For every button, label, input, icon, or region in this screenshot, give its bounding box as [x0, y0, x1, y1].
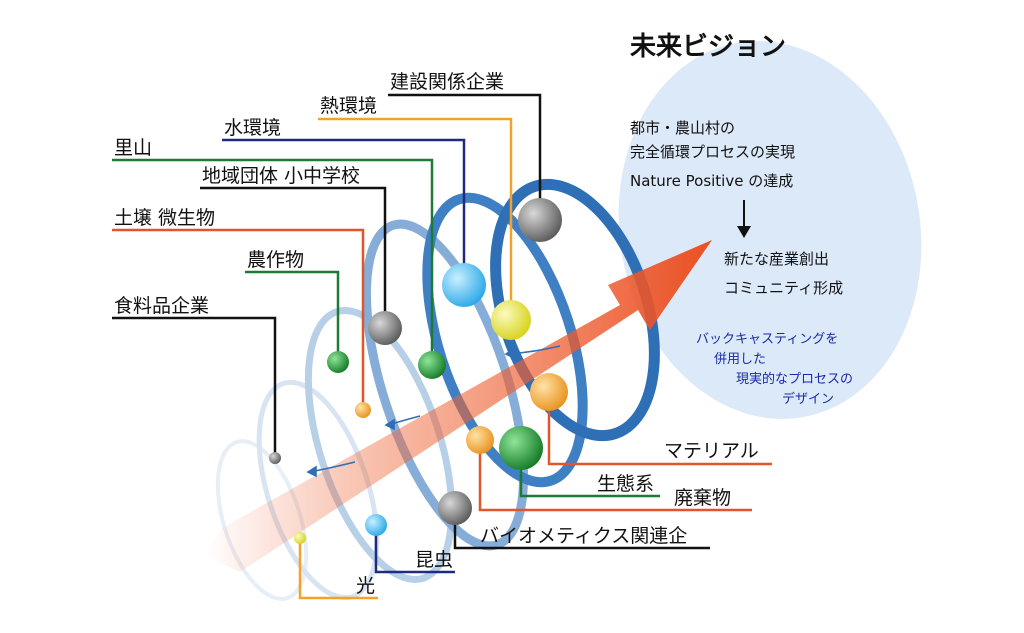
node-biomimetics: [438, 491, 472, 525]
node-chiiki: [368, 311, 402, 345]
node-dojo: [355, 402, 371, 418]
flow-arrows: [306, 345, 561, 478]
ring-4: [361, 219, 529, 551]
label-seitaikei: 生態系: [597, 473, 654, 495]
down-arrow: [737, 200, 751, 238]
label-chiiki: 地域団体 小中学校: [202, 165, 360, 187]
label-satoyama: 里山: [114, 137, 152, 159]
line-konchu: [374, 525, 455, 574]
vision-blue-4: デザイン: [782, 391, 834, 407]
node-seitaikei: [499, 426, 543, 470]
labels: 建設関係企業 熱環境 水環境 里山 地域団体 小中学校 土壌 微生物 農作物 食…: [114, 71, 759, 597]
vision-text-block: 都市・農山村の 完全循環プロセスの実現 Nature Positive の達成 …: [630, 119, 843, 297]
label-material: マテリアル: [664, 440, 759, 462]
line-mizu: [222, 138, 466, 285]
label-hikari: 光: [356, 575, 375, 597]
node-nousakumotsu: [327, 351, 349, 373]
label-shokuryou: 食料品企業: [114, 295, 209, 317]
node-mizu: [442, 263, 486, 307]
line-hikari: [298, 538, 378, 600]
node-konchu: [365, 514, 387, 536]
line-shokuryou: [112, 316, 277, 458]
label-nousakumotsu: 農作物: [247, 249, 304, 271]
node-haikibutsu: [466, 426, 494, 454]
vision-line-3: Nature Positive の達成: [630, 172, 793, 190]
node-material: [530, 373, 568, 411]
line-netsu: [318, 117, 513, 320]
label-biomimetics: バイオメティクス関連企: [480, 525, 687, 547]
vision-line-4: 新たな産業創出: [724, 250, 829, 268]
label-mizu: 水環境: [224, 117, 281, 139]
nodes: [269, 198, 568, 544]
label-haikibutsu: 廃棄物: [674, 487, 731, 509]
label-kensetsu: 建設関係企業: [390, 71, 504, 93]
line-haikibutsu: [478, 440, 752, 512]
line-chiiki: [200, 186, 387, 328]
vision-blue-block: バックキャスティングを 併用した 現実的なプロセスの デザイン: [696, 332, 853, 407]
node-netsu: [491, 300, 531, 340]
line-dojo: [112, 228, 365, 410]
line-satoyama: [112, 158, 434, 365]
vision-blue-3: 現実的なプロセスの: [736, 371, 853, 387]
vision-title: 未来ビジョン: [630, 32, 786, 62]
line-nousakumotsu: [245, 270, 340, 362]
vision-line-5: コミュニティ形成: [724, 279, 843, 297]
vision-ellipse: [618, 41, 922, 419]
vision-line-2: 完全循環プロセスの実現: [630, 143, 795, 161]
node-hikari: [294, 532, 306, 544]
node-kensetsu: [518, 198, 562, 242]
node-satoyama: [418, 351, 446, 379]
vision-blue-1: バックキャスティングを: [696, 332, 838, 347]
vision-line-1: 都市・農山村の: [630, 119, 735, 137]
line-material: [547, 392, 772, 466]
node-shokuryou: [269, 452, 281, 464]
progress-arrow: [205, 240, 712, 572]
vision-blue-2: 併用した: [714, 352, 766, 367]
label-dojo: 土壌 微生物: [114, 207, 215, 229]
label-netsu: 熱環境: [320, 95, 377, 117]
label-konchu: 昆虫: [415, 549, 453, 571]
line-kensetsu: [388, 93, 542, 220]
